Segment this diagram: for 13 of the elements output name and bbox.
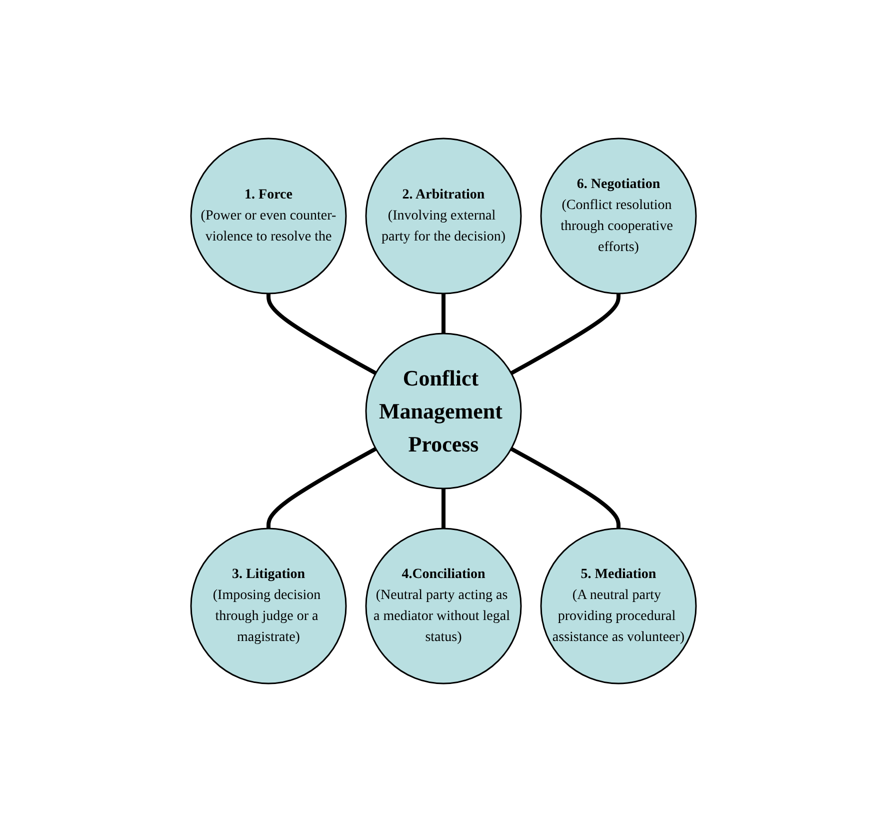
node-circle: 1. Force (Power or even counter-violence to resolve the [190,138,346,294]
connector [510,446,620,528]
connector [266,294,376,376]
node-circle: 4.Conciliation (Neutral party acting as a mediator without legal status) [364,528,522,684]
node-circle: 3. Litigation (Imposing decision through judge or a magistrate) [190,528,346,684]
node-circle: Conflict Management Process [364,332,522,490]
node-circle: 2. Arbitration (Involving external party for the decision) [364,138,522,294]
node-circle: 6. Negotiation (Conflict resolution through cooperative efforts) [540,138,696,294]
connector [266,446,376,528]
connector [441,488,445,528]
node-circle: 5. Mediation (A neutral party providing procedural assistance as volunteer) [540,528,696,684]
connector [441,294,445,334]
connector [510,294,620,376]
